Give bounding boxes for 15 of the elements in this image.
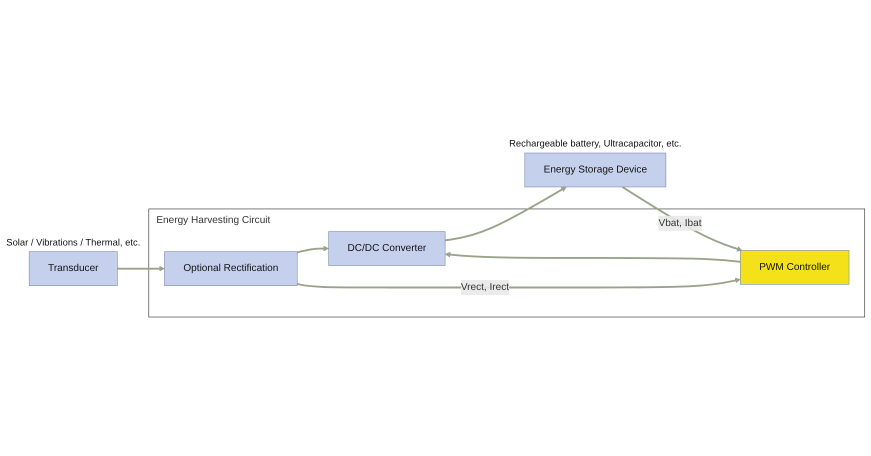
arrow <box>444 252 740 263</box>
arrow <box>117 266 165 272</box>
node-caption: Rechargeable battery, Ultracapacitor, etc. <box>509 138 682 149</box>
node-box: DC/DC Converter <box>328 231 446 266</box>
arrow <box>297 246 329 254</box>
arrow <box>445 186 567 242</box>
node-box: Energy Storage Device <box>524 152 666 188</box>
node-caption: Solar / Vibrations / Thermal, etc. <box>6 236 140 248</box>
node-box: PWM Controller <box>740 250 850 285</box>
edge-label: Vrect, Irect <box>460 282 510 293</box>
node-box: Optional Rectification <box>164 251 298 286</box>
arrow <box>622 186 742 252</box>
arrow <box>297 278 741 288</box>
edge-label: Vbat, Ibat <box>658 218 702 228</box>
node-box: Transducer <box>28 251 118 286</box>
